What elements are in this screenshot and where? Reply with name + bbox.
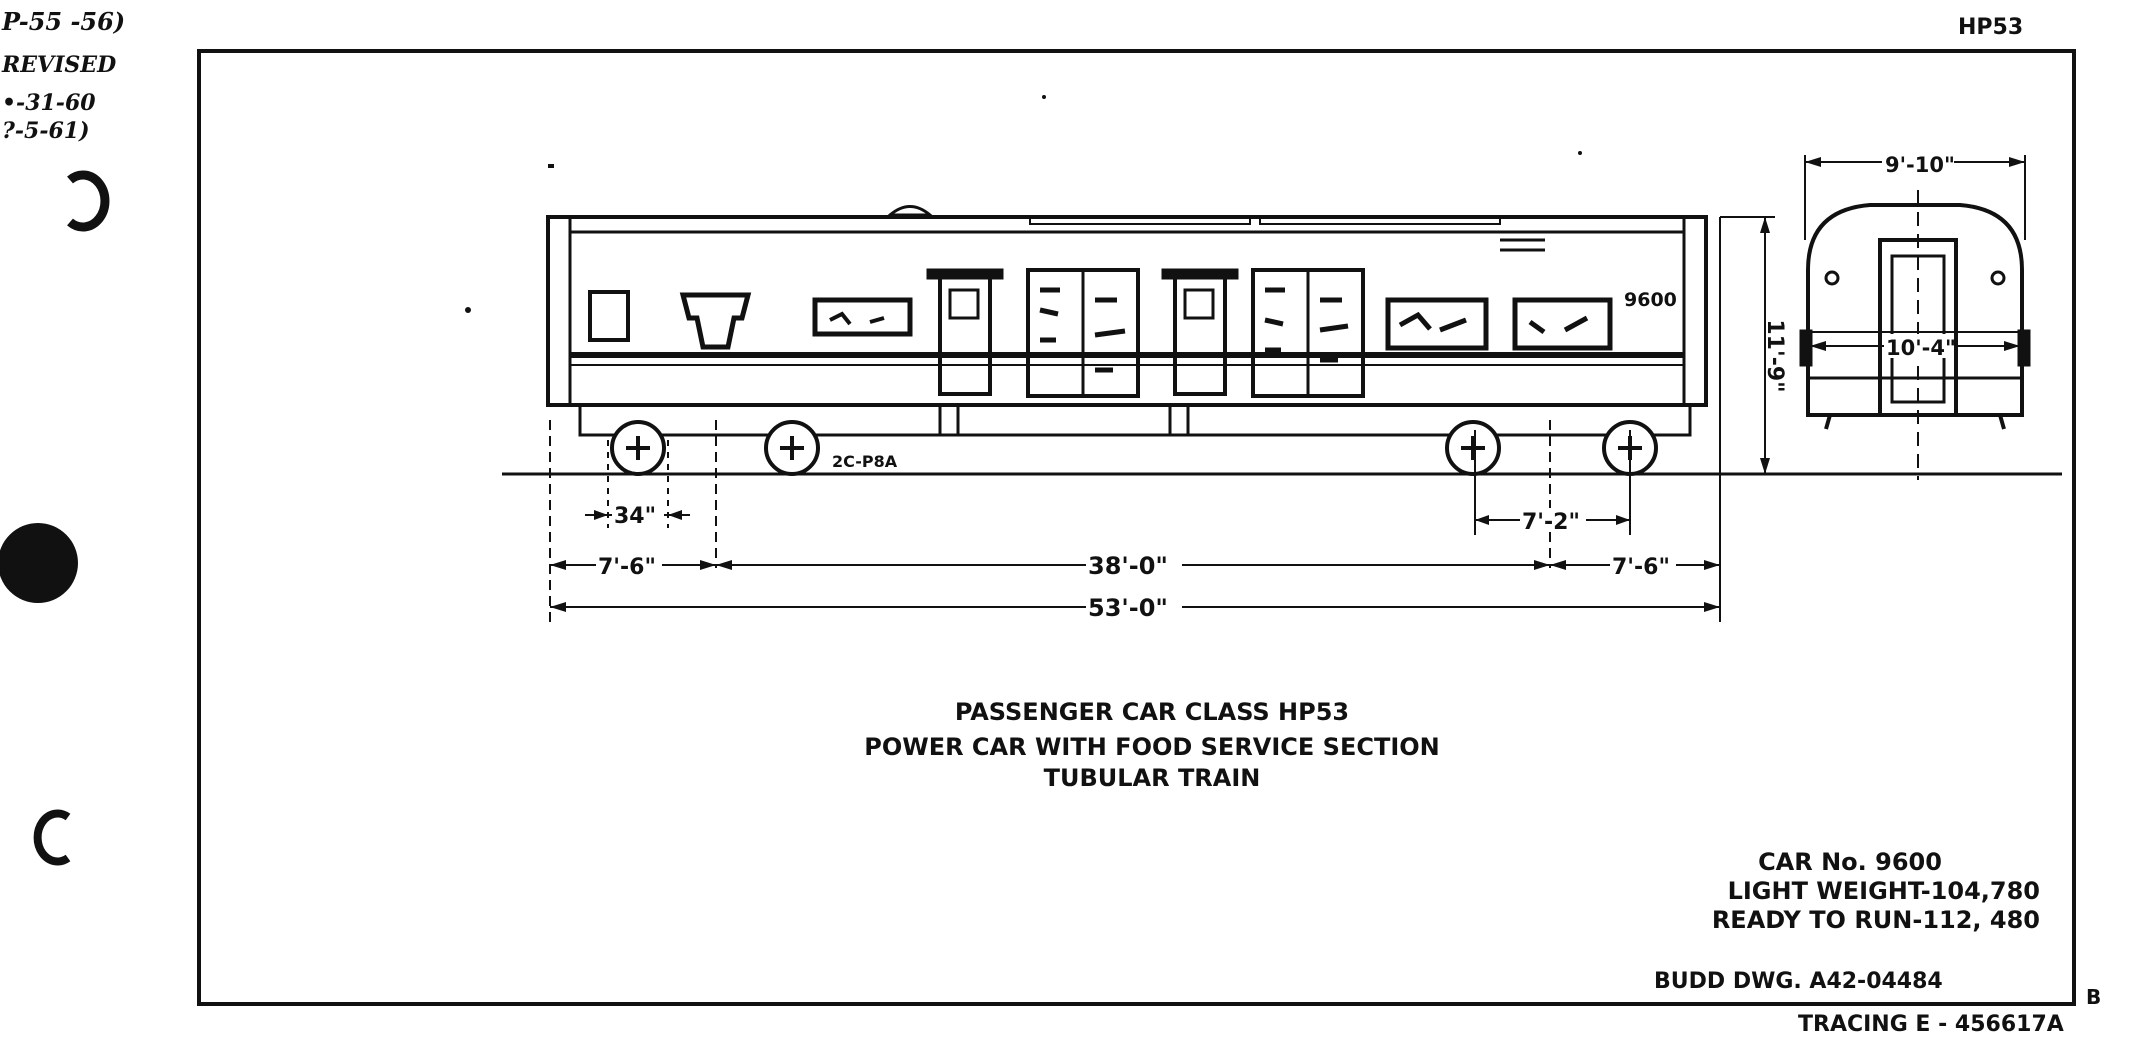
keystone-logo bbox=[679, 292, 752, 350]
title-line3: TUBULAR TRAIN bbox=[1044, 764, 1261, 792]
title-block: PASSENGER CAR CLASS HP53 POWER CAR WITH … bbox=[864, 698, 1440, 792]
revision-note-line1: P-55 -56) bbox=[1, 7, 125, 36]
binder-mark-bottom bbox=[33, 809, 71, 866]
wheel bbox=[610, 420, 666, 476]
dim-width-inner: 10'-4" bbox=[1886, 336, 1956, 360]
revision-letter: B bbox=[2086, 985, 2101, 1009]
binder-mark-top bbox=[67, 170, 110, 232]
sheet-code: HP53 bbox=[1958, 15, 2023, 40]
tracing-number: TRACING E - 456617A bbox=[1798, 1012, 2064, 1037]
drawing-border bbox=[197, 49, 2076, 1006]
revision-note-line3: •-31-60 bbox=[2, 90, 96, 116]
dimension-labels: 34" 7'-2" 7'-6" 38'-0" 7'-6" 53'-0" 11'-… bbox=[596, 319, 1787, 622]
truck-label: 2C-P8A bbox=[832, 452, 898, 471]
light-weight: LIGHT WEIGHT-104,780 bbox=[1728, 877, 2040, 905]
wheel bbox=[1445, 420, 1501, 476]
dim-truck-centers: 38'-0" bbox=[1088, 552, 1168, 580]
dimension-arrows bbox=[550, 217, 1770, 612]
dim-truck-wheelbase: 7'-2" bbox=[1522, 510, 1580, 535]
dim-overall-height: 11'-9" bbox=[1762, 319, 1787, 392]
revision-note-line4: ?-5-61) bbox=[2, 118, 89, 144]
wheel bbox=[764, 420, 820, 476]
dim-wheel-offset: 34" bbox=[614, 504, 656, 529]
car-info: CAR No. 9600 LIGHT WEIGHT-104,780 READY … bbox=[1712, 848, 2040, 934]
budd-drawing-number: BUDD DWG. A42-04484 bbox=[1654, 969, 1943, 994]
title-line1: PASSENGER CAR CLASS HP53 bbox=[955, 698, 1349, 726]
title-line2: POWER CAR WITH FOOD SERVICE SECTION bbox=[864, 733, 1440, 761]
car-end-elevation bbox=[1799, 155, 2031, 480]
revision-note-line2: REVISED bbox=[1, 52, 116, 78]
revision-note: P-55 -56) REVISED •-31-60 ?-5-61) bbox=[1, 7, 125, 144]
car-number-on-body: 9600 bbox=[1624, 289, 1677, 311]
ready-to-run-weight: READY TO RUN-112, 480 bbox=[1712, 906, 2040, 934]
binder-hole bbox=[0, 523, 78, 603]
wheels bbox=[610, 420, 1658, 476]
car-side-elevation bbox=[546, 205, 1708, 437]
dim-overall-length: 53'-0" bbox=[1088, 594, 1168, 622]
dim-end-right: 7'-6" bbox=[1612, 555, 1670, 580]
dim-end-left: 7'-6" bbox=[598, 555, 656, 580]
car-number: CAR No. 9600 bbox=[1758, 848, 1942, 876]
stray-marks bbox=[465, 95, 1582, 1006]
dim-width-outer: 9'-10" bbox=[1885, 153, 1955, 177]
